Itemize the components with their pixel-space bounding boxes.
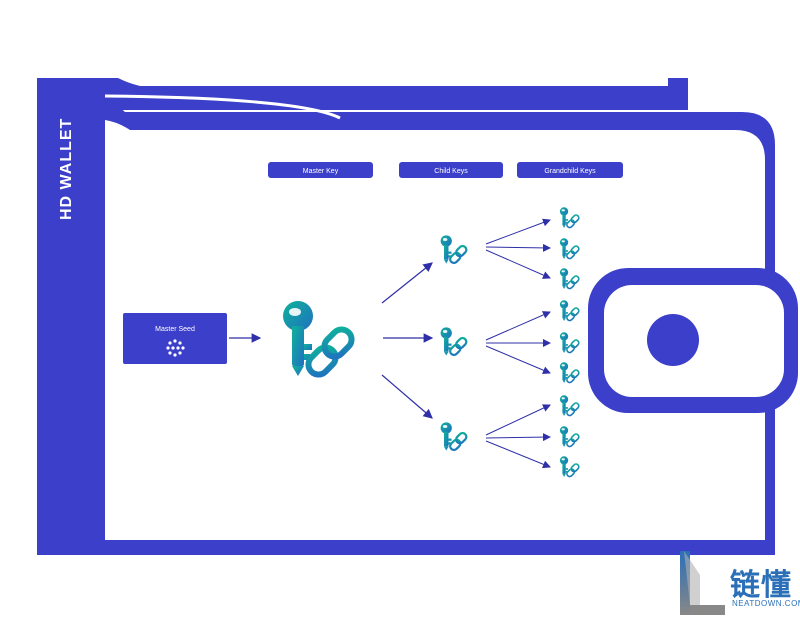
watermark-sub: NEATDOWN.COM	[732, 599, 800, 608]
header-grandchild-keys-label: Grandchild Keys	[544, 168, 596, 175]
arrow-master-to-child-1	[381, 262, 433, 304]
arrow-child1-gc3	[485, 249, 551, 279]
master-seed-label: Master Seed	[155, 326, 195, 333]
watermark-text: 链懂	[730, 568, 792, 603]
header-child-keys: Child Keys	[399, 162, 503, 178]
wallet-inner-panel	[105, 120, 765, 540]
arrow-child3-gc8	[485, 433, 551, 442]
header-master-key: Master Key	[268, 162, 373, 178]
arrow-child2-gc6	[485, 345, 551, 374]
arrow-child1-gc1	[485, 218, 551, 245]
wallet-title: HD WALLET	[58, 118, 75, 220]
arrow-master-to-child-3	[381, 374, 433, 419]
arrow-child3-gc7	[485, 404, 551, 436]
header-master-key-label: Master Key	[303, 168, 339, 175]
header-child-keys-label: Child Keys	[434, 168, 468, 175]
seed-dots-icon	[166, 339, 185, 357]
wallet-graphic	[37, 78, 798, 555]
arrow-child3-gc9	[485, 440, 551, 469]
wallet-back-flap	[37, 78, 688, 110]
arrow-child1-gc2	[485, 243, 551, 252]
wallet-inner-curve	[104, 94, 341, 120]
arrow-child2-gc4	[485, 311, 551, 341]
watermark-logo-icon	[680, 551, 725, 615]
wallet-clasp-button	[647, 314, 699, 366]
master-seed-box: Master Seed	[123, 313, 227, 364]
header-grandchild-keys: Grandchild Keys	[517, 162, 623, 178]
